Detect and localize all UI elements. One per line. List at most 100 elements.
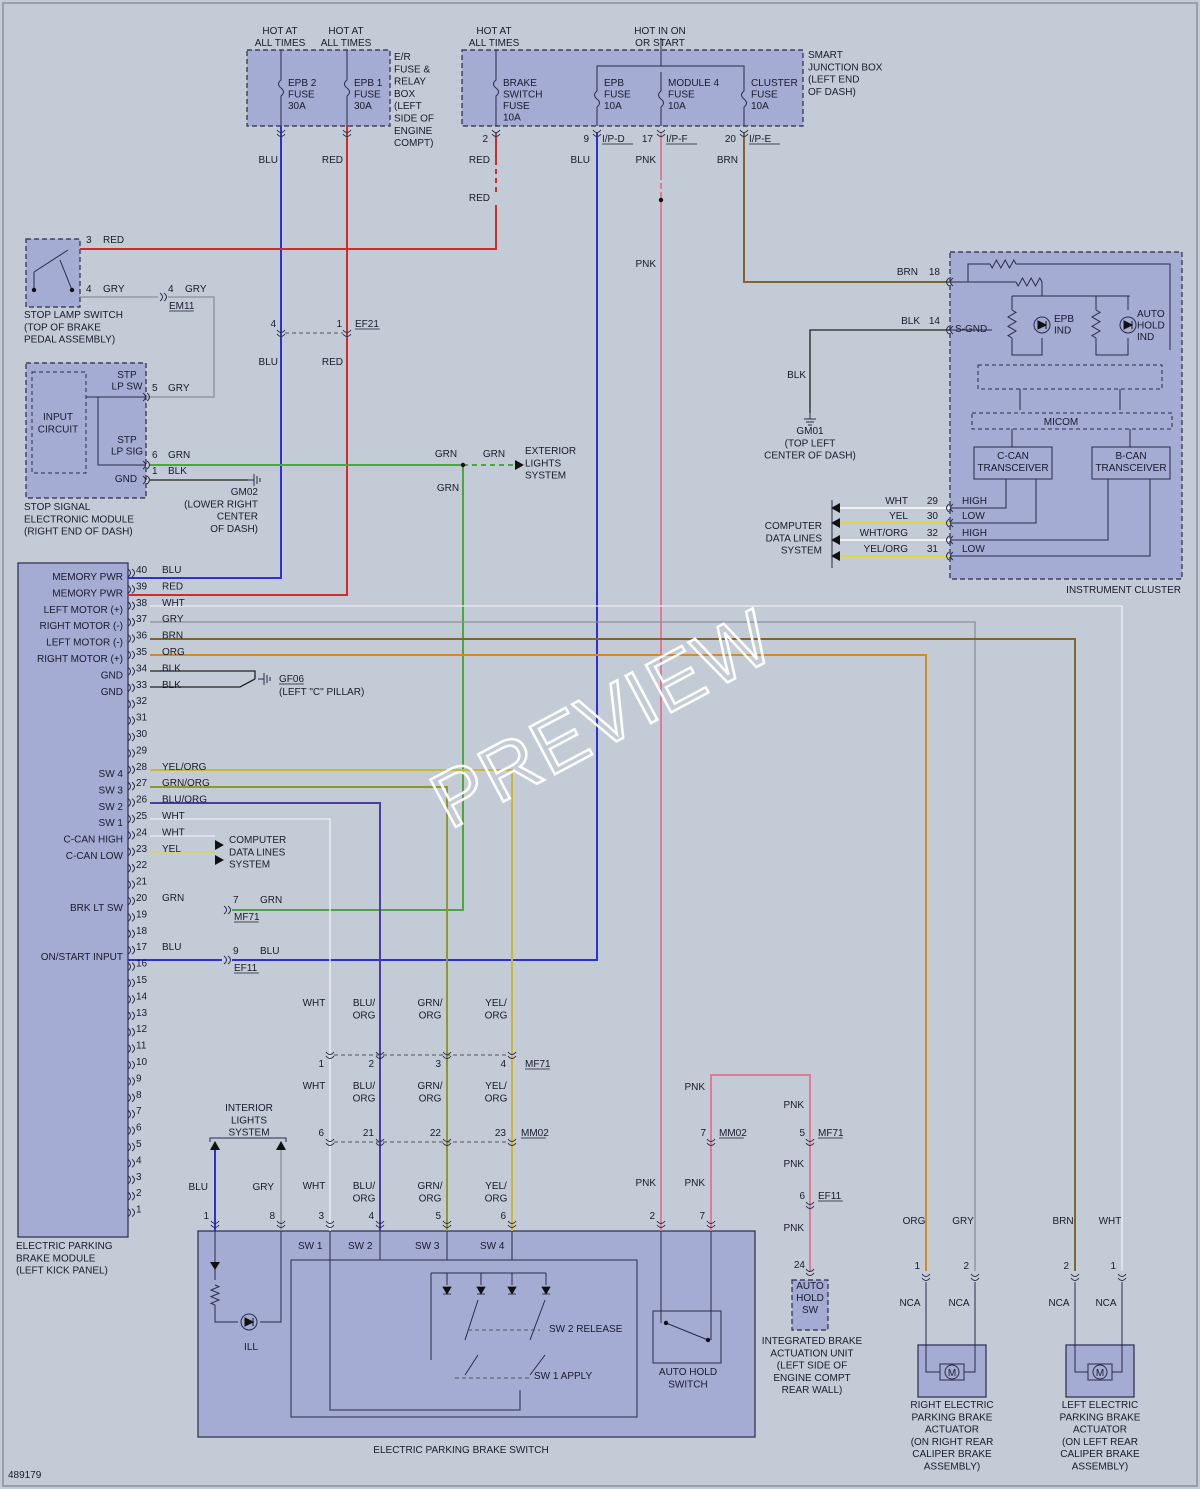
fuse-label-5-line-0: CLUSTER [751,78,798,89]
left-act-label-line-5: ASSEMBLY) [1072,1462,1129,1473]
ef21-pin-1 [342,329,352,337]
er-box-label-line-2: RELAY [394,77,426,88]
sjb-pin-3 [739,129,749,137]
sjb-label-line-1: JUNCTION BOX [808,62,883,73]
lbl-pnk-8: PNK [684,1178,705,1189]
mf71-pin-5 [805,1138,815,1146]
mf71-pin-5-num: 5 [799,1128,805,1139]
cl-can-pin-0 [946,503,954,513]
fuse-5 [741,72,747,126]
lbl-gry-1: GRY [103,284,125,295]
epbm-wirelabel-27: GRN/ORG [162,778,210,789]
cl-can-pin-num-0: 29 [927,496,939,507]
lbl-blk-1: BLK [168,466,187,477]
stm-pin-num-5: 5 [152,383,158,394]
ef11-label: EF11 [234,963,258,974]
sw-top-num-3: 4 [368,1211,374,1222]
on-hot-line-0: HOT IN ON [634,26,685,37]
right-act-motor-body [939,1363,965,1381]
lbl-gry-4: GRY [253,1182,275,1193]
interior-label-line-1: LIGHTS [231,1115,267,1126]
right-act-label-line-3: (ON RIGHT REAR [911,1437,994,1448]
mf71-label-2: MF71 [525,1059,551,1070]
stop-pin-3: 3 [86,235,92,246]
epbm-pin-12 [127,1027,135,1037]
epbm-pin-28 [127,765,135,775]
epbm-pin-num-7: 7 [136,1106,142,1117]
ibau-label-line-1: ACTUATION UNIT [770,1348,853,1359]
cl-can-pin-num-2: 32 [927,528,939,539]
epbm-pinlabel-39: MEMORY PWR [52,588,123,599]
epbm-pin-36 [127,634,135,643]
sw-top-num-2: 3 [318,1211,324,1222]
lbl-brn-1: BRN [717,155,738,166]
epbm-swlabel-23: C-CAN LOW [66,851,124,862]
mf71-row-num-1: 2 [368,1059,374,1070]
stop-lamp-dot-b [69,287,75,293]
stm-pin-1 [142,475,150,485]
epbm-wirelabel-28: YEL/ORG [162,762,207,773]
sjb-pin-conn-1: I/P-D [602,134,625,145]
er-box-label-line-1: FUSE & [394,64,430,75]
auto-hold-contacts [660,1231,712,1341]
epbm-pin-num-38: 38 [136,598,148,609]
ill-c [260,1231,282,1323]
fuse-label-5-line-2: 10A [751,101,769,112]
er-pin-epb1 [342,129,352,137]
cl-can-int-2 [950,479,1109,541]
cl-res-epb [1007,309,1017,339]
epbm-pin-num-13: 13 [136,1008,148,1019]
sw-lbl-grn-0-line-0: GRN/ [418,998,443,1009]
wire-left-motor-minus [150,638,1076,1271]
cl-can-pin-2 [946,535,954,545]
auto-hold-label-line-0: AUTO [1137,309,1165,320]
gm01-label-line-2: CENTER OF DASH) [764,451,856,462]
fuse-4 [658,72,664,126]
er-box-label-line-6: ENGINE [394,126,433,137]
ccan-box [973,446,1053,480]
epbm-pin-22 [127,863,135,873]
lbl-red-2: RED [322,357,343,368]
epbm-pin-num-16: 16 [136,959,148,970]
epbm-pin-31 [127,716,135,725]
stop-lamp-label-line-2: PEDAL ASSEMBLY) [24,335,115,346]
gm01-label-line-1: (TOP LEFT [785,438,836,449]
wire-sw1-wht [150,818,331,1231]
ccan-label-line-0: C-CAN [997,451,1029,462]
input-circuit-label-line-0: INPUT [43,412,73,423]
epbm-pin-33 [127,683,135,693]
epbm-pinlabel-36: LEFT MOTOR (-) [46,638,123,649]
brake-hot-line-1: ALL TIMES [469,38,520,49]
stp-lp-sw-label-line-1: LP SW [112,382,143,393]
epbm-pin-7 [127,1109,135,1119]
sw-lbl-blu-1-line-1: ORG [353,1093,376,1104]
auto-hold-switch-label-line-0: AUTO HOLD [659,1367,717,1378]
fuse-label-4-line-0: MODULE 4 [668,78,720,89]
sw-name-3: SW 4 [480,1241,505,1252]
epbm-on-start: ON/START INPUT [41,952,123,963]
interior-label-line-2: SYSTEM [228,1128,269,1139]
lbl-grn-1: GRN [168,450,190,461]
sjb-label-line-3: OF DASH) [808,87,856,98]
sw-lbl-grn-0-line-1: ORG [419,1010,442,1021]
epbm-label-line-1: BRAKE MODULE [16,1253,96,1264]
sw-lbl-yel-1-line-1: ORG [485,1093,508,1104]
sw-top-pin-1 [276,1220,286,1228]
stm-gnd-label: GND [115,474,137,485]
ef11-pin-6 [805,1201,815,1209]
micom-label: MICOM [1044,417,1078,428]
auto-hold-switch-frame [652,1310,722,1364]
left-act-label-line-2: ACTUATOR [1073,1425,1127,1436]
auto-hold-label-line-2: IND [1137,332,1154,343]
epbm-pin-num-27: 27 [136,778,148,789]
sw-top-pin-6 [656,1220,666,1228]
wire-sw2-bluorg [150,802,381,1231]
epbm-pin-32 [127,699,135,709]
epbm-pinlabel-37: RIGHT MOTOR (-) [39,621,123,632]
epbm-wirelabel-36: BRN [162,631,183,642]
epbm-label-line-2: (LEFT KICK PANEL) [16,1266,108,1277]
mf71-row-3 [507,1051,517,1059]
sw-contacts [430,1273,546,1376]
ef11-label-2: EF11 [818,1191,842,1202]
